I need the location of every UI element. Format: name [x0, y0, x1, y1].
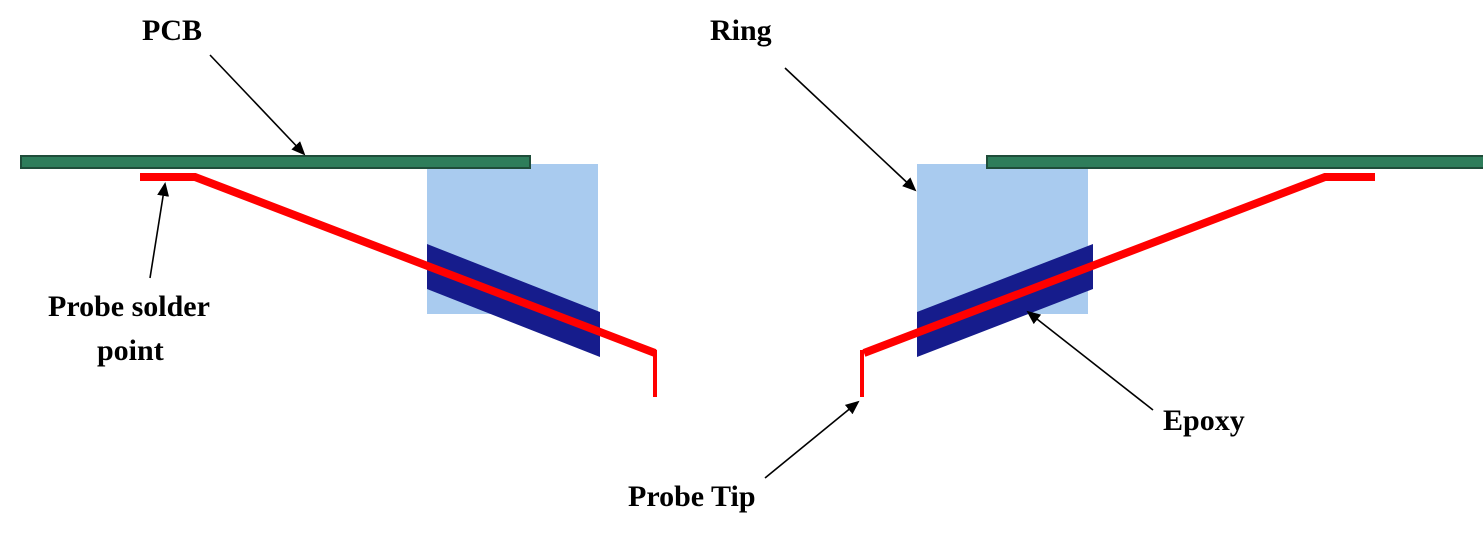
epoxy-arrow — [1026, 310, 1154, 411]
probe-tip-arrow — [764, 400, 860, 479]
pcb-label: PCB — [142, 14, 202, 47]
ring-arrow — [784, 67, 917, 192]
pcb-right — [986, 155, 1483, 169]
probe-solder-label-line1: Probe solder — [48, 290, 210, 323]
pcb-arrow — [209, 54, 306, 156]
epoxy-label: Epoxy — [1163, 404, 1245, 437]
pcb-left — [20, 155, 531, 169]
probe-tip-label: Probe Tip — [628, 480, 756, 513]
ring-label: Ring — [710, 14, 772, 47]
left-assembly — [20, 155, 657, 397]
probe-solder-label-line2: point — [97, 334, 164, 367]
right-assembly — [860, 155, 1483, 397]
probe-wire-left — [140, 173, 657, 357]
probe-solder-arrow — [149, 182, 170, 279]
leader-arrows — [149, 54, 1154, 479]
probe-wire-right — [862, 173, 1375, 357]
